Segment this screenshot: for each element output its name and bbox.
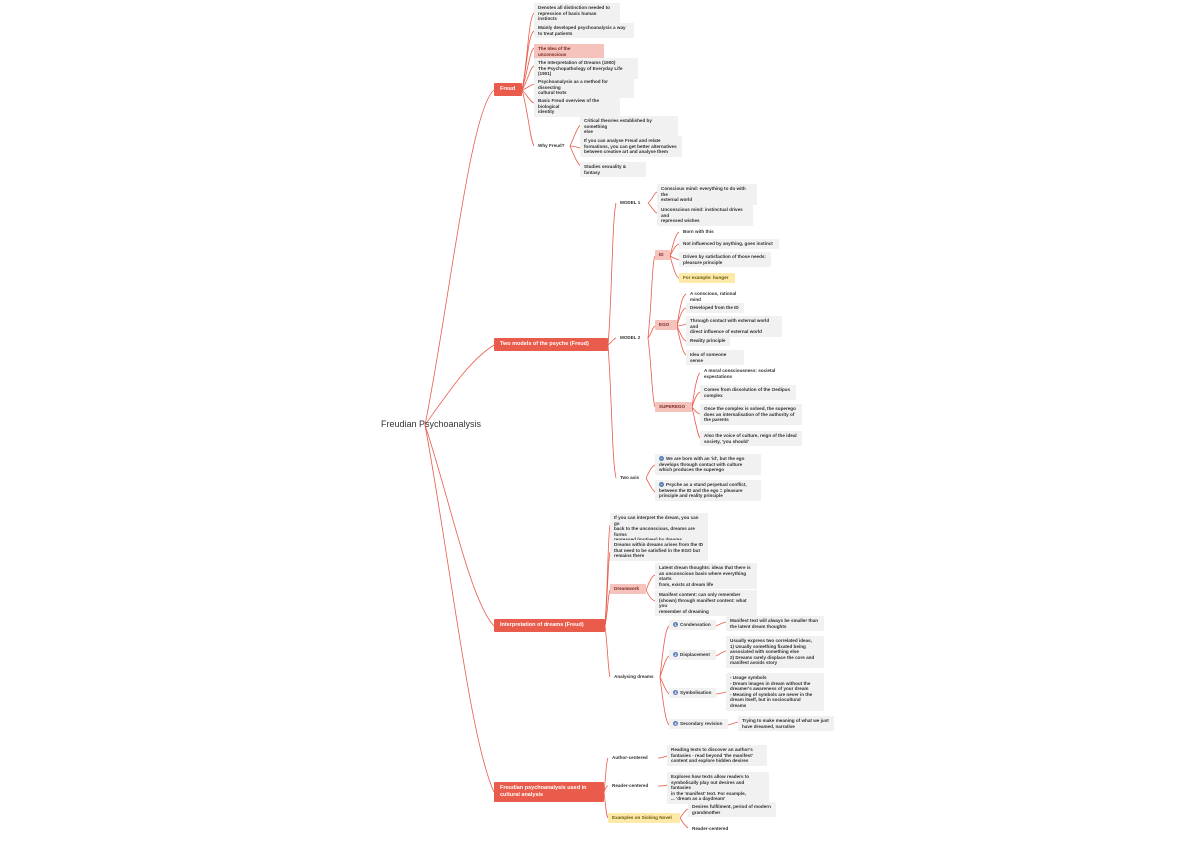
- examples-item[interactable]: Reader-centered: [692, 826, 729, 831]
- branch-two-models[interactable]: Two models of the psyche (Freud): [494, 338, 608, 351]
- dreamwork-node[interactable]: Dreamwork: [610, 584, 646, 594]
- ego-node[interactable]: EGO: [655, 320, 677, 330]
- superego-item[interactable]: Also the voice of culture, reign of the …: [700, 431, 802, 447]
- why-freud-node[interactable]: Why Freud?: [538, 143, 565, 148]
- why-freud-item[interactable]: Critical theories established by somethi…: [580, 116, 678, 137]
- id-item[interactable]: Born with this: [683, 229, 714, 234]
- id-node[interactable]: ID: [655, 250, 670, 260]
- examples-node[interactable]: Examples on Sicking Novel: [608, 813, 680, 823]
- number-1-icon: 1: [673, 622, 678, 628]
- step-label: Symbolisation: [680, 690, 712, 695]
- ego-item[interactable]: Developed from the ID: [686, 303, 744, 313]
- two-axis-text: Psyche as a stand perpetual conflict, be…: [659, 482, 747, 499]
- step-label: Displacement: [680, 652, 710, 657]
- minus-icon: −: [659, 482, 664, 488]
- model-1-node[interactable]: MODEL 1: [620, 200, 641, 205]
- branch-cultural-analysis[interactable]: Freudian psychoanalysis used in cultural…: [494, 782, 604, 802]
- number-2-icon: 2: [673, 652, 678, 658]
- step-label: Secondary revision: [680, 721, 723, 726]
- freud-item[interactable]: Mainly developed psychoanalysis a way to…: [534, 23, 634, 39]
- two-axis-text: We are born with an 'id', but the ego de…: [659, 456, 745, 473]
- id-item[interactable]: For example: hunger: [679, 273, 735, 283]
- why-freud-item[interactable]: If you can analyse Freud and relate form…: [580, 136, 682, 157]
- step-label: Condensation: [680, 622, 711, 627]
- branch-freud[interactable]: Freud: [494, 83, 522, 96]
- superego-item[interactable]: Comes from dissolution of the Oedipus co…: [700, 385, 796, 401]
- secondary-revision-text[interactable]: Trying to make meaning of what we just h…: [738, 716, 834, 732]
- ego-item[interactable]: Idea of someone sense: [686, 350, 744, 366]
- superego-item[interactable]: Once the complex is solved, the superego…: [700, 404, 802, 425]
- ego-item[interactable]: Reality principle: [686, 336, 730, 346]
- reader-centered-text[interactable]: Explores how texts allow readers to symb…: [667, 772, 769, 804]
- model-2-node[interactable]: MODEL 2: [620, 335, 641, 340]
- model-1-item[interactable]: Unconscious mind: instinctual drives and…: [657, 205, 753, 226]
- superego-item[interactable]: A moral consciousness: societal expectat…: [704, 368, 776, 379]
- ego-item[interactable]: Through contact with external world and …: [686, 316, 782, 337]
- two-axis-node[interactable]: Two axis: [620, 475, 640, 480]
- reader-centered-node[interactable]: Reader-centered: [612, 783, 649, 788]
- branch-interpretation-dreams[interactable]: Interpretation of dreams (Freud): [494, 619, 605, 632]
- author-centered-node[interactable]: Author-centered: [612, 755, 648, 760]
- author-centered-text[interactable]: Reading texts to discover an author's fa…: [667, 745, 767, 766]
- freud-item[interactable]: Basic Freud overview of the biological i…: [534, 96, 620, 117]
- symbolisation-text[interactable]: - Usage symbols - Dream images in dream …: [726, 673, 824, 711]
- root-topic[interactable]: Freudian Psychoanalysis: [381, 419, 482, 429]
- analysing-dreams-node[interactable]: Analysing dreams: [614, 674, 654, 679]
- dreams-item[interactable]: Dreams within dreams arises from the ID …: [610, 540, 708, 561]
- model-1-item[interactable]: Conscious mind: everything to do with th…: [657, 184, 757, 205]
- freud-item[interactable]: The Interpretation of Dreams (1900) The …: [534, 58, 638, 79]
- dreamwork-item[interactable]: Manifest content: can only remember (sho…: [655, 590, 757, 617]
- number-4-icon: 4: [673, 721, 678, 727]
- number-3-icon: 3: [673, 690, 678, 696]
- id-item[interactable]: Not influenced by anything, goes instinc…: [679, 239, 779, 249]
- dreamwork-item[interactable]: Latent dream thoughts: ideas that there …: [655, 563, 757, 590]
- id-item[interactable]: Driven by satisfaction of those needs: p…: [679, 252, 771, 268]
- superego-node[interactable]: SUPEREGO: [655, 402, 692, 412]
- condensation-text[interactable]: Manifest text will always be smaller tha…: [726, 616, 824, 632]
- examples-item[interactable]: Desires fulfilment, period of modern gra…: [688, 802, 776, 818]
- two-axis-item[interactable]: −Psyche as a stand perpetual conflict, b…: [655, 480, 761, 501]
- minus-icon: −: [659, 456, 664, 462]
- freud-item[interactable]: Denotes all distinction needed to repres…: [534, 3, 620, 24]
- ego-item[interactable]: A conscious, rational mind: [690, 291, 737, 302]
- dreams-item[interactable]: If you can interpret the dream, you can …: [610, 513, 708, 545]
- why-freud-item[interactable]: Studies sexuality & fantasy: [580, 162, 646, 178]
- freud-item[interactable]: Psychoanalysis as a method for dissectin…: [534, 77, 634, 98]
- freud-item[interactable]: The Idea of the unconscious: [534, 44, 604, 60]
- displacement-text[interactable]: Usually express two correlated ideas, 1)…: [726, 636, 824, 668]
- two-axis-item[interactable]: −We are born with an 'id', but the ego d…: [655, 454, 761, 475]
